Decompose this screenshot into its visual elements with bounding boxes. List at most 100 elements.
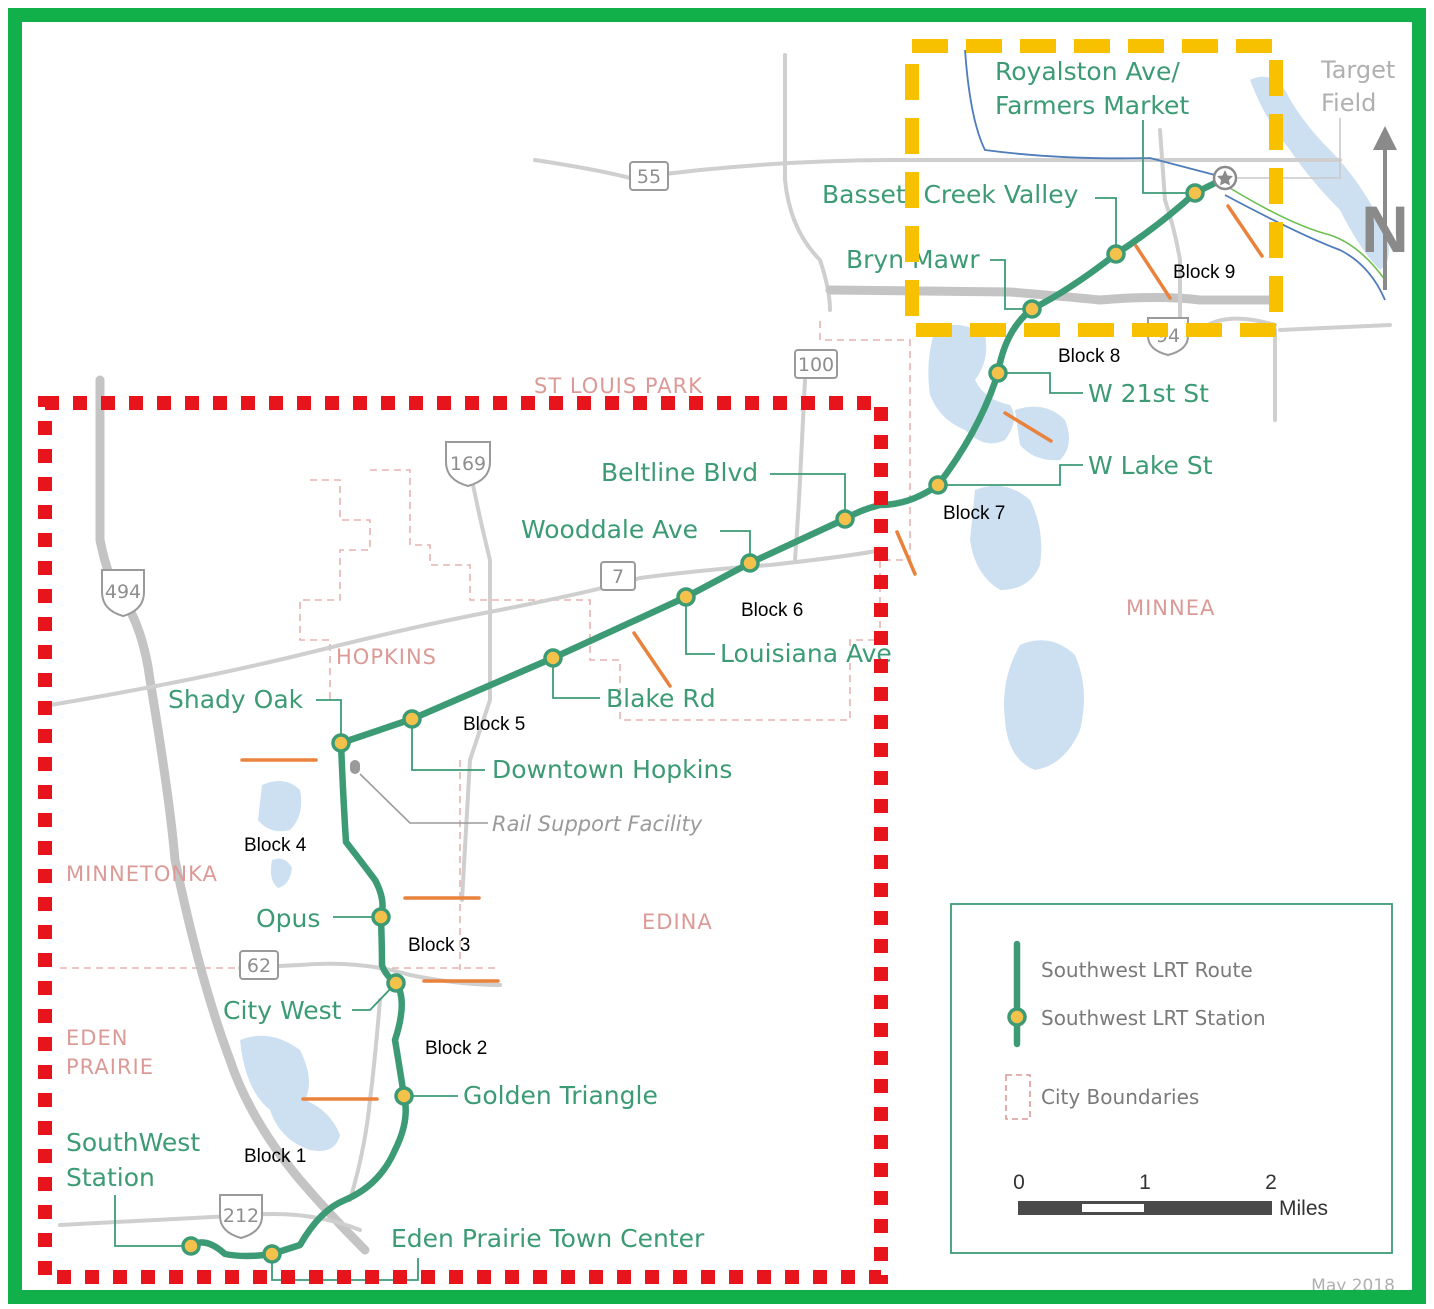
station-opus-label: Opus	[256, 904, 320, 933]
north-arrow-letter: N	[1361, 192, 1409, 266]
highway-100-shield: 100	[794, 349, 838, 379]
station-royalston-line2: Farmers Market	[995, 91, 1189, 120]
legend-station-label: Southwest LRT Station	[1041, 1006, 1266, 1030]
legend-boundary-icon	[1005, 1074, 1031, 1120]
legend-route-label: Southwest LRT Route	[1041, 958, 1253, 982]
scale-tick-1: 1	[1139, 1171, 1151, 1194]
highway-62-label: 62	[247, 955, 271, 977]
station-louisiana-label: Louisiana Ave	[720, 639, 892, 668]
highway-shields: 55 100 169 494 7 62 212 94	[101, 161, 1189, 1240]
red-dotted-region-box	[38, 396, 888, 1284]
water-bodies	[240, 76, 1389, 1151]
station-eden-prairie-tc-label: Eden Prairie Town Center	[391, 1224, 705, 1253]
rail-support-facility-label: Rail Support Facility	[492, 812, 703, 836]
block-boundary-9-end	[1226, 204, 1264, 258]
city-edina: EDINA	[642, 910, 713, 934]
highway-494-label: 494	[105, 581, 141, 603]
station-dot-city-west	[386, 973, 406, 993]
highway-212-label: 212	[223, 1205, 259, 1227]
block-8-label: Block 8	[1058, 346, 1120, 367]
city-st-louis-park: ST LOUIS PARK	[534, 374, 703, 398]
station-dot-beltline	[835, 509, 855, 529]
highway-169-shield: 169	[445, 441, 491, 488]
block-4-label: Block 4	[244, 835, 307, 856]
station-markers	[181, 183, 1205, 1264]
block-9-label: Block 9	[1173, 262, 1235, 283]
scale-tick-2: 2	[1265, 1171, 1277, 1194]
station-dot-downtown-hopkins	[402, 709, 422, 729]
station-dot-louisiana	[676, 587, 696, 607]
block-7-label: Block 7	[943, 503, 1005, 524]
highway-212-shield: 212	[219, 1194, 263, 1240]
city-minnetonka: MINNETONKA	[66, 862, 218, 886]
station-wooddale-label: Wooddale Ave	[521, 515, 698, 544]
highway-55-shield: 55	[629, 161, 669, 191]
station-southwest-line2: Station	[66, 1163, 155, 1192]
station-dot-wooddale	[740, 553, 760, 573]
block-6-label: Block 6	[741, 600, 803, 621]
north-arrow-icon	[1373, 126, 1397, 150]
station-shady-oak-label: Shady Oak	[168, 685, 304, 714]
block-5-label: Block 5	[463, 714, 525, 735]
block-1-label: Block 1	[244, 1146, 306, 1167]
highway-62-shield: 62	[239, 950, 279, 980]
city-eden-prairie-line1: EDEN	[66, 1026, 128, 1050]
rail-support-facility: Rail Support Facility	[350, 760, 703, 836]
station-dot-southwest	[181, 1236, 201, 1256]
legend-box	[950, 903, 1393, 1254]
highway-494-shield: 494	[101, 569, 145, 618]
north-arrow: N	[1361, 126, 1409, 290]
station-dot-bryn-mawr	[1022, 299, 1042, 319]
highway-7-shield: 7	[600, 561, 636, 591]
scale-bar: 0 1 2 Miles	[1013, 1171, 1328, 1220]
outer-frame	[8, 8, 1426, 1304]
station-dot-blake	[543, 648, 563, 668]
road-network	[48, 49, 1392, 1255]
station-dot-wlake	[928, 475, 948, 495]
city-minneapolis: MINNEA	[1126, 596, 1215, 620]
target-field-label-line1: Target	[1320, 56, 1395, 84]
legend: Southwest LRT Route Southwest LRT Statio…	[950, 903, 1393, 1254]
station-downtown-hopkins-label: Downtown Hopkins	[492, 755, 732, 784]
station-bassett-label: Bassett Creek Valley	[822, 180, 1079, 209]
block-boundary-7-8	[1003, 411, 1053, 443]
station-southwest-line1: SouthWest	[66, 1128, 200, 1157]
target-field-label-line2: Field	[1321, 89, 1376, 117]
station-w21-label: W 21st St	[1088, 379, 1209, 408]
station-golden-triangle-label: Golden Triangle	[463, 1081, 658, 1110]
legend-boundaries-label: City Boundaries	[1041, 1085, 1199, 1109]
city-eden-prairie-line2: PRAIRIE	[66, 1055, 154, 1079]
yellow-dashed-region-box	[905, 39, 1283, 337]
city-hopkins: HOPKINS	[336, 645, 437, 669]
block-2-label: Block 2	[425, 1038, 487, 1059]
station-dot-golden-triangle	[394, 1086, 414, 1106]
target-field-marker: Target Field	[1212, 56, 1395, 191]
block-boundary-5-6	[632, 631, 672, 688]
station-dot-opus	[371, 907, 391, 927]
highway-100-label: 100	[798, 354, 834, 376]
station-dot-eden-prairie-tc	[262, 1244, 282, 1264]
block-labels: Block 1 Block 2 Block 3 Block 4 Block 5 …	[244, 262, 1235, 1167]
station-dot-royalston	[1185, 183, 1205, 203]
block-boundary-8-9	[1134, 244, 1172, 300]
highway-55-label: 55	[637, 166, 661, 188]
highway-169-label: 169	[450, 453, 486, 475]
block-boundary-6-7	[895, 530, 917, 576]
station-beltline-label: Beltline Blvd	[601, 458, 758, 487]
block-3-label: Block 3	[408, 935, 470, 956]
station-dot-w21	[988, 363, 1008, 383]
station-city-west-label: City West	[223, 996, 342, 1025]
station-royalston-line1: Royalston Ave/	[995, 57, 1180, 86]
station-labels: Royalston Ave/ Farmers Market Bassett Cr…	[66, 57, 1213, 1253]
scale-unit: Miles	[1279, 1197, 1328, 1220]
scale-tick-0: 0	[1013, 1171, 1025, 1194]
city-labels: ST LOUIS PARK HOPKINS MINNETONKA EDINA M…	[66, 374, 1215, 1079]
station-blake-label: Blake Rd	[606, 684, 716, 713]
station-dot-bassett	[1106, 244, 1126, 264]
station-wlake-label: W Lake St	[1088, 451, 1213, 480]
southwest-lrt-route-line	[187, 174, 1229, 1260]
highway-7-label: 7	[612, 566, 624, 588]
block-boundary-markers	[240, 204, 1264, 1101]
legend-station-icon	[1007, 1007, 1027, 1027]
